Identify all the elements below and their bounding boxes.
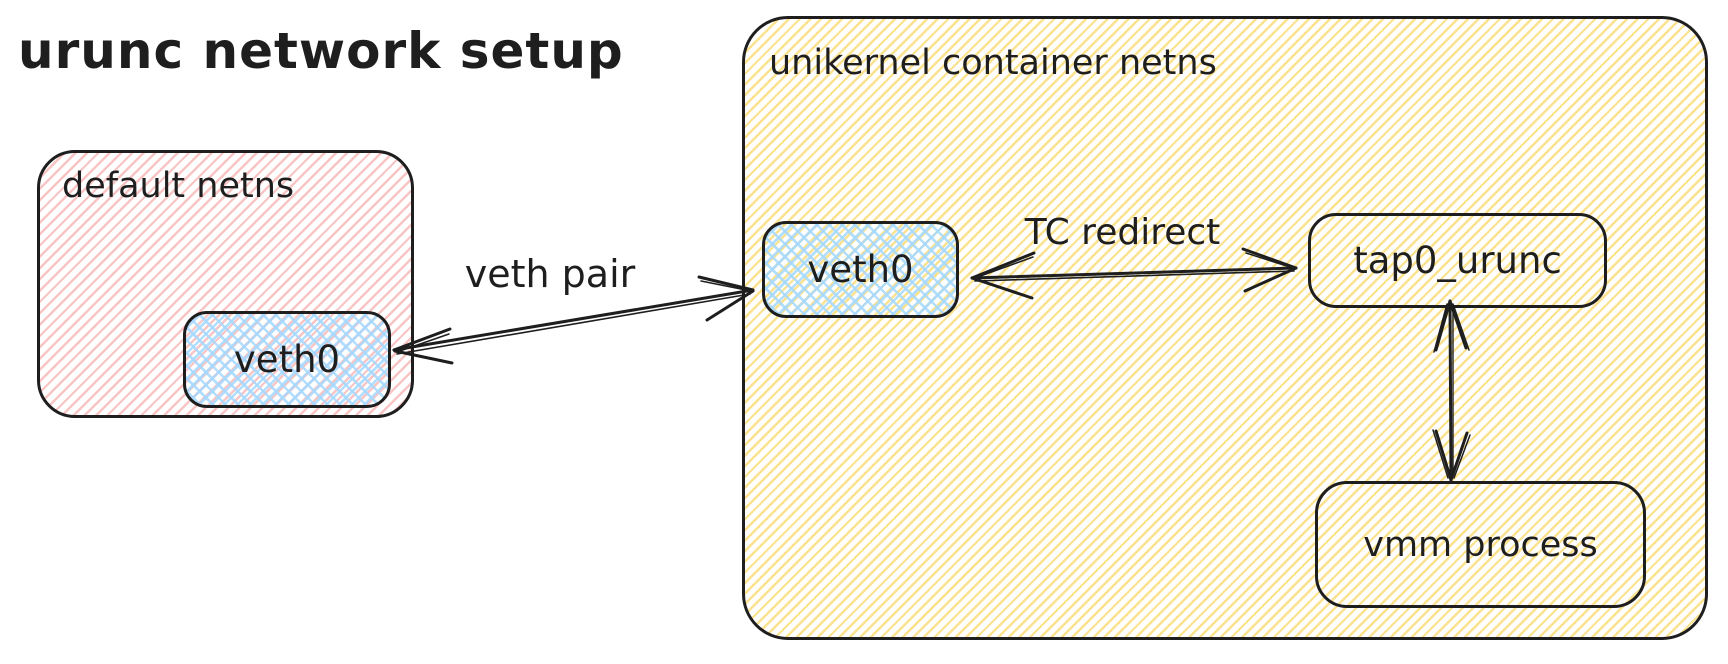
veth0-container-node: veth0 bbox=[762, 221, 959, 318]
diagram-title: urunc network setup bbox=[18, 22, 624, 80]
veth0-default-node: veth0 bbox=[183, 311, 391, 408]
unikernel-container-netns-label: unikernel container netns bbox=[769, 43, 1217, 83]
tap0-urunc-label: tap0_urunc bbox=[1353, 239, 1562, 282]
vmm-process-node: vmm process bbox=[1315, 481, 1646, 608]
tc-redirect-arrow-label: TC redirect bbox=[1024, 212, 1221, 253]
tap0-urunc-node: tap0_urunc bbox=[1308, 213, 1607, 308]
veth0-container-label: veth0 bbox=[807, 248, 914, 291]
veth0-default-label: veth0 bbox=[233, 338, 341, 381]
vmm-process-label: vmm process bbox=[1363, 524, 1598, 565]
default-netns-label: default netns bbox=[62, 166, 295, 206]
veth-pair-arrow-label: veth pair bbox=[464, 252, 636, 296]
unikernel-container-netns-box: unikernel container netns bbox=[742, 16, 1708, 640]
